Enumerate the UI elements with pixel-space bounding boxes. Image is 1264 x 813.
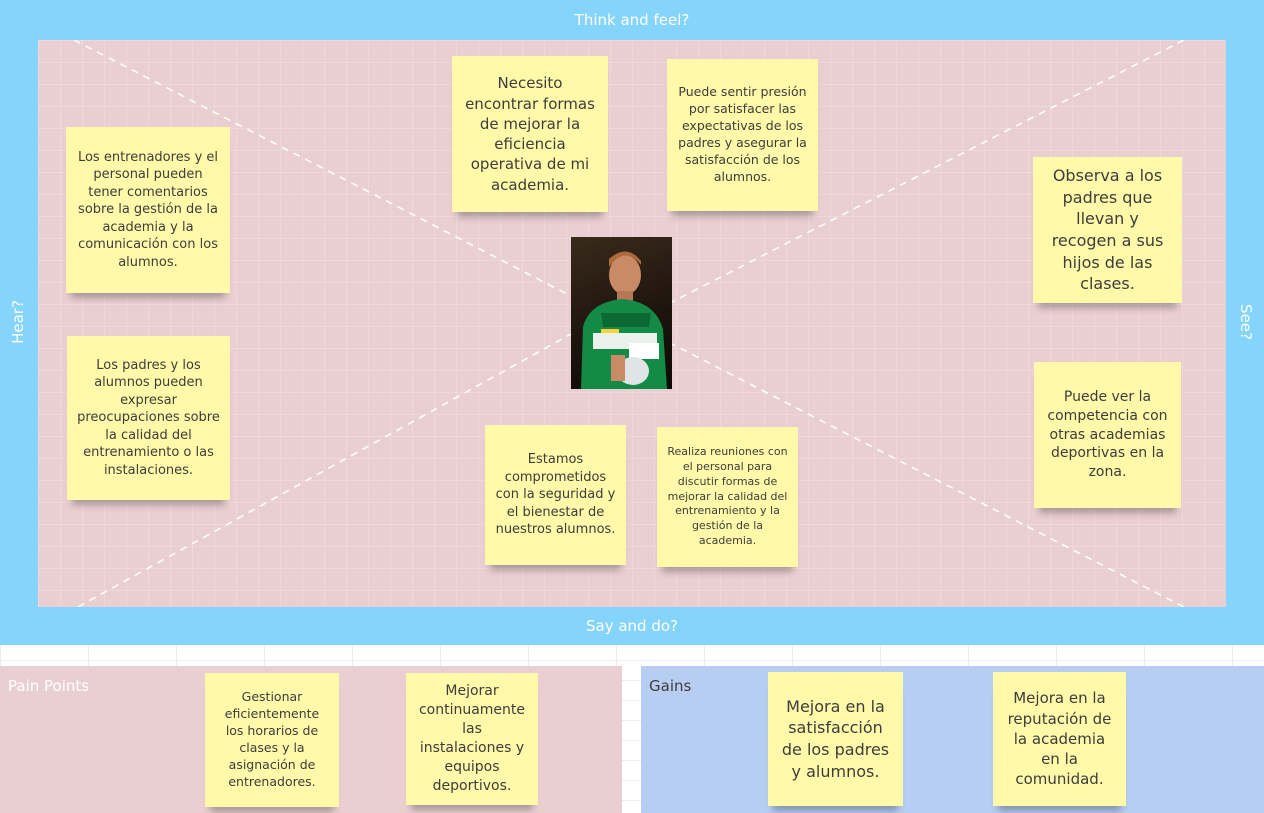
gains-title: Gains <box>649 677 692 695</box>
sticky-note-pain-1[interactable]: Gestionar eficientemente los horarios de… <box>205 673 339 807</box>
hear-label: Hear? <box>9 300 27 344</box>
sticky-note-pain-2[interactable]: Mejorar continuamente las instalaciones … <box>406 673 538 805</box>
sticky-note-see-1[interactable]: Observa a los padres que llevan y recoge… <box>1033 157 1182 303</box>
say-and-do-label: Say and do? <box>585 617 678 635</box>
persona-photo[interactable] <box>571 237 672 389</box>
pain-points-title: Pain Points <box>8 677 90 695</box>
sticky-note-think-1[interactable]: Necesito encontrar formas de mejorar la … <box>452 56 608 212</box>
sticky-note-hear-1[interactable]: Los entrenadores y el personal pueden te… <box>66 127 230 293</box>
sticky-note-hear-2[interactable]: Los padres y los alumnos pueden expresar… <box>67 336 230 500</box>
sticky-note-gains-2[interactable]: Mejora en la reputación de la academia e… <box>993 672 1126 806</box>
sticky-note-say-2[interactable]: Realiza reuniones con el personal para d… <box>657 427 798 567</box>
sticky-note-gains-1[interactable]: Mejora en la satisfacción de los padres … <box>768 672 903 806</box>
gains-panel: Gains <box>641 666 1264 813</box>
see-label: See? <box>1237 304 1255 340</box>
diagonal-guides <box>73 40 1185 607</box>
sticky-note-think-2[interactable]: Puede sentir presión por satisfacer las … <box>667 59 818 211</box>
sticky-note-see-2[interactable]: Puede ver la competencia con otras acade… <box>1034 362 1181 508</box>
sticky-note-say-1[interactable]: Estamos comprometidos con la seguridad y… <box>485 425 626 565</box>
think-and-feel-label: Think and feel? <box>574 11 690 29</box>
